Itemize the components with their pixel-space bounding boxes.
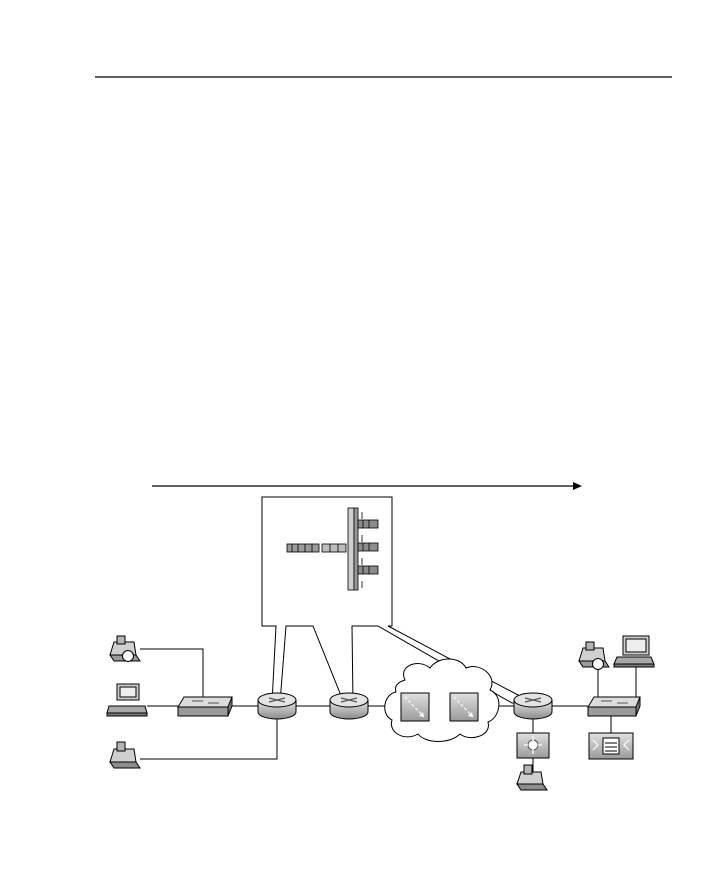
phone-icon [516, 764, 548, 791]
queue-callout [261, 496, 534, 704]
phone-icon [109, 741, 141, 769]
pc-icon [106, 683, 148, 717]
queue-icon [286, 507, 379, 591]
direction-arrow [152, 482, 582, 490]
voice-gateway-icon [516, 732, 550, 759]
pc-icon [613, 635, 655, 668]
link-phone1-switch [140, 648, 204, 697]
router-icon [257, 692, 297, 720]
ip-phone-icon [578, 641, 610, 670]
link-phone2-router1 [140, 718, 278, 760]
wan-switch-icon [449, 692, 479, 722]
switch-icon [177, 696, 233, 717]
links [140, 648, 637, 773]
router-icon [329, 692, 369, 720]
router-icon [513, 692, 553, 720]
switch-icon [587, 696, 641, 717]
pbx-icon [588, 732, 634, 760]
ip-phone-icon [109, 635, 141, 662]
wan-switch-icon [400, 692, 430, 722]
